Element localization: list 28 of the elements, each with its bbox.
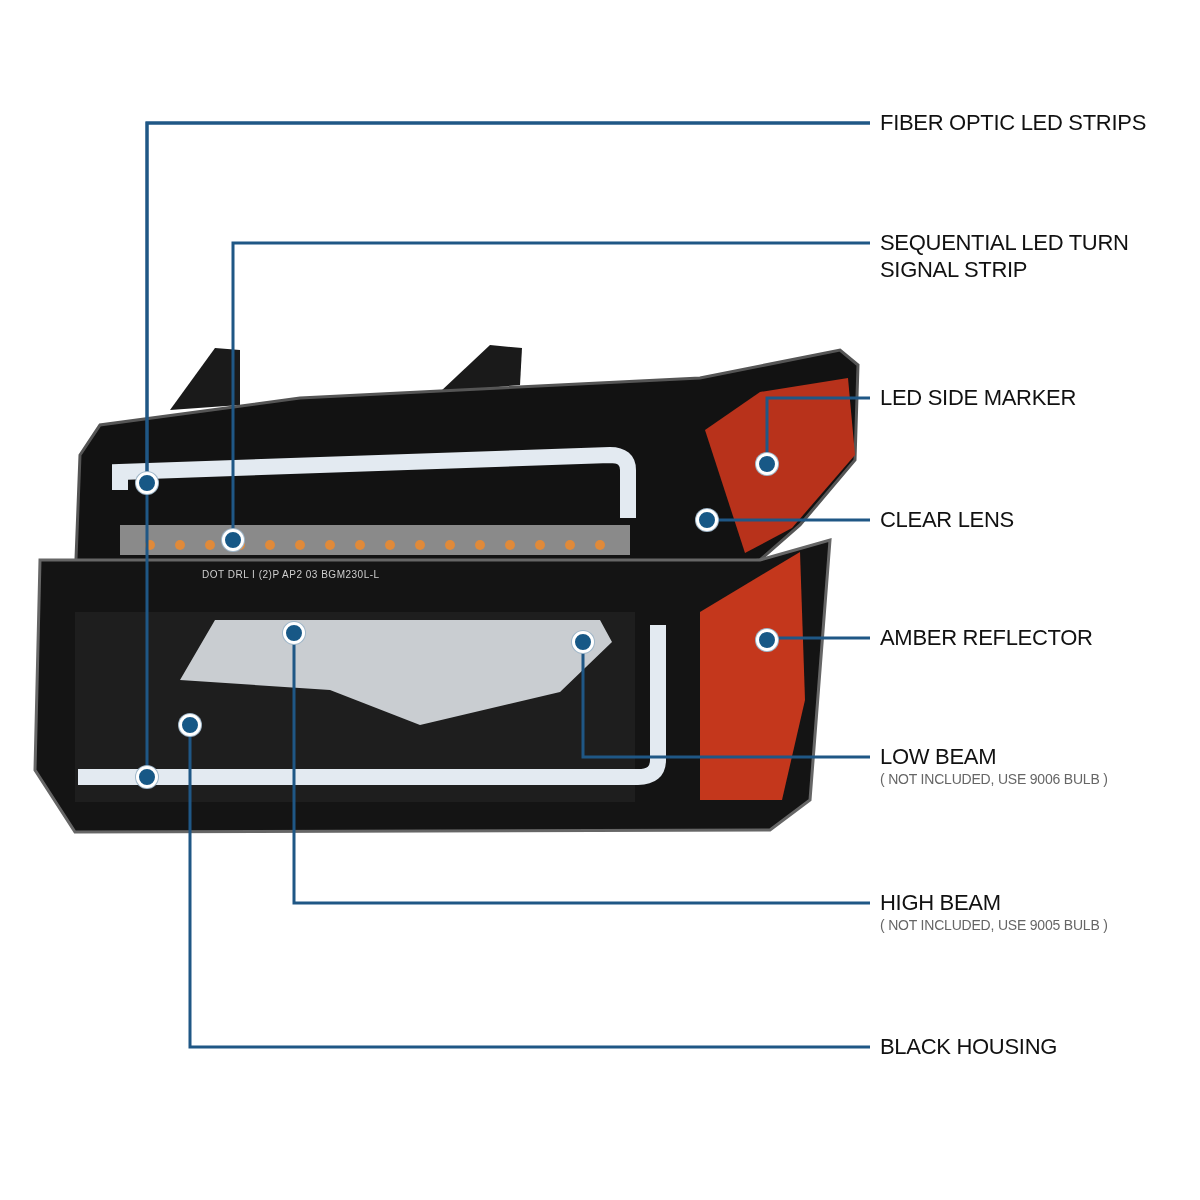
callout-dot xyxy=(222,529,244,551)
callout-dot xyxy=(572,631,594,653)
leader-line xyxy=(188,736,870,1049)
lens-marking: DOT DRL I (2)P AP2 03 BGM230L-L xyxy=(202,569,380,580)
callout-label: SEQUENTIAL LED TURN SIGNAL STRIP xyxy=(880,229,1196,283)
callout-dot xyxy=(756,629,778,651)
callout-dot xyxy=(136,766,158,788)
leader-line xyxy=(581,653,870,759)
callout-label: BLACK HOUSING xyxy=(880,1033,1196,1060)
leader-line xyxy=(765,396,870,453)
callout-dot xyxy=(136,472,158,494)
callout-label: FIBER OPTIC LED STRIPS xyxy=(880,109,1196,136)
callout-label: LED SIDE MARKER xyxy=(880,384,1196,411)
callout-dot xyxy=(696,509,718,531)
callout-note: ( NOT INCLUDED, USE 9005 BULB ) xyxy=(880,916,1109,934)
leader-line xyxy=(231,241,870,529)
callout-label: AMBER REFLECTOR xyxy=(880,624,1196,651)
callout-note: ( NOT INCLUDED, USE 9006 BULB ) xyxy=(880,770,1109,788)
leader-line xyxy=(718,518,870,522)
callout-label: LOW BEAM xyxy=(880,743,998,770)
leader-line xyxy=(145,121,870,766)
callout-dot xyxy=(756,453,778,475)
callout-dot xyxy=(283,622,305,644)
callout-label: HIGH BEAM xyxy=(880,889,1002,916)
leader-line xyxy=(778,636,870,640)
callout-label: CLEAR LENS xyxy=(880,506,1196,533)
leader-line xyxy=(292,644,870,905)
callout-dot xyxy=(179,714,201,736)
